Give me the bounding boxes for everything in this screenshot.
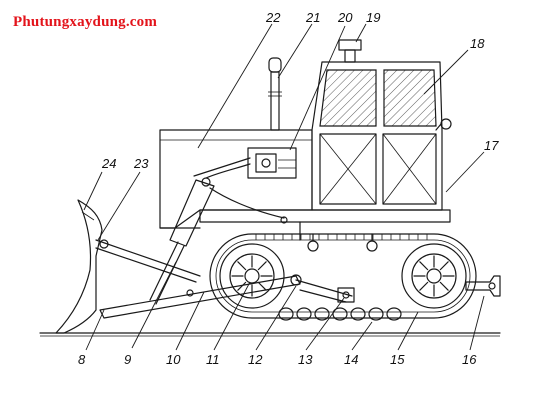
track-roller (350, 307, 366, 321)
callout-18: 18 (470, 36, 485, 51)
dozer-blade (55, 199, 103, 334)
callout-16: 16 (462, 352, 477, 367)
callouts-bottom: 8 9 10 11 12 13 14 15 16 (78, 352, 477, 367)
track-roller (332, 307, 348, 321)
carrier-rollers (307, 233, 378, 252)
wheel-spoke (439, 281, 449, 291)
lift-cylinder (149, 157, 288, 305)
wheel-spoke (419, 261, 429, 271)
callout-13: 13 (298, 352, 313, 367)
callouts-top: 24 23 22 21 20 19 18 17 (101, 10, 499, 171)
callout-17: 17 (484, 138, 499, 153)
exhaust-pipe (268, 57, 282, 131)
crawler-track (209, 233, 477, 319)
operator-cab (311, 39, 452, 211)
wheel-spoke (439, 261, 449, 271)
track-roller (368, 307, 384, 321)
callout-10: 10 (166, 352, 181, 367)
wheel-spoke (419, 281, 429, 291)
callout-9: 9 (124, 352, 131, 367)
blade-brace (95, 239, 201, 283)
wheel-spoke (257, 261, 267, 271)
track-shoes-top (255, 234, 428, 240)
track-roller (296, 307, 312, 321)
track-roller (314, 307, 330, 321)
push-arm (99, 274, 355, 319)
callout-21: 21 (305, 10, 320, 25)
callout-12: 12 (248, 352, 263, 367)
wheel-spoke (237, 261, 247, 271)
callout-24: 24 (101, 156, 116, 171)
callout-19: 19 (366, 10, 380, 25)
callout-11: 11 (206, 352, 220, 367)
callout-22: 22 (265, 10, 281, 25)
ground-line (39, 332, 501, 337)
callout-8: 8 (78, 352, 86, 367)
idler-wheel (219, 243, 285, 309)
watermark-text: Phutungxaydung.com (13, 14, 158, 30)
callout-23: 23 (133, 156, 149, 171)
tow-hook (465, 275, 501, 297)
track-rollers (278, 307, 402, 321)
engine-hood (159, 129, 313, 229)
machine-frame (199, 209, 451, 241)
wheel-spoke (237, 281, 247, 291)
hydraulic-control-box (247, 147, 297, 179)
callout-20: 20 (337, 10, 353, 25)
track-roller (386, 307, 402, 321)
drive-sprocket (401, 243, 467, 309)
leader-lines (83, 23, 485, 351)
wheel-spoke (257, 281, 267, 291)
callout-15: 15 (390, 352, 405, 367)
callout-14: 14 (344, 352, 358, 367)
